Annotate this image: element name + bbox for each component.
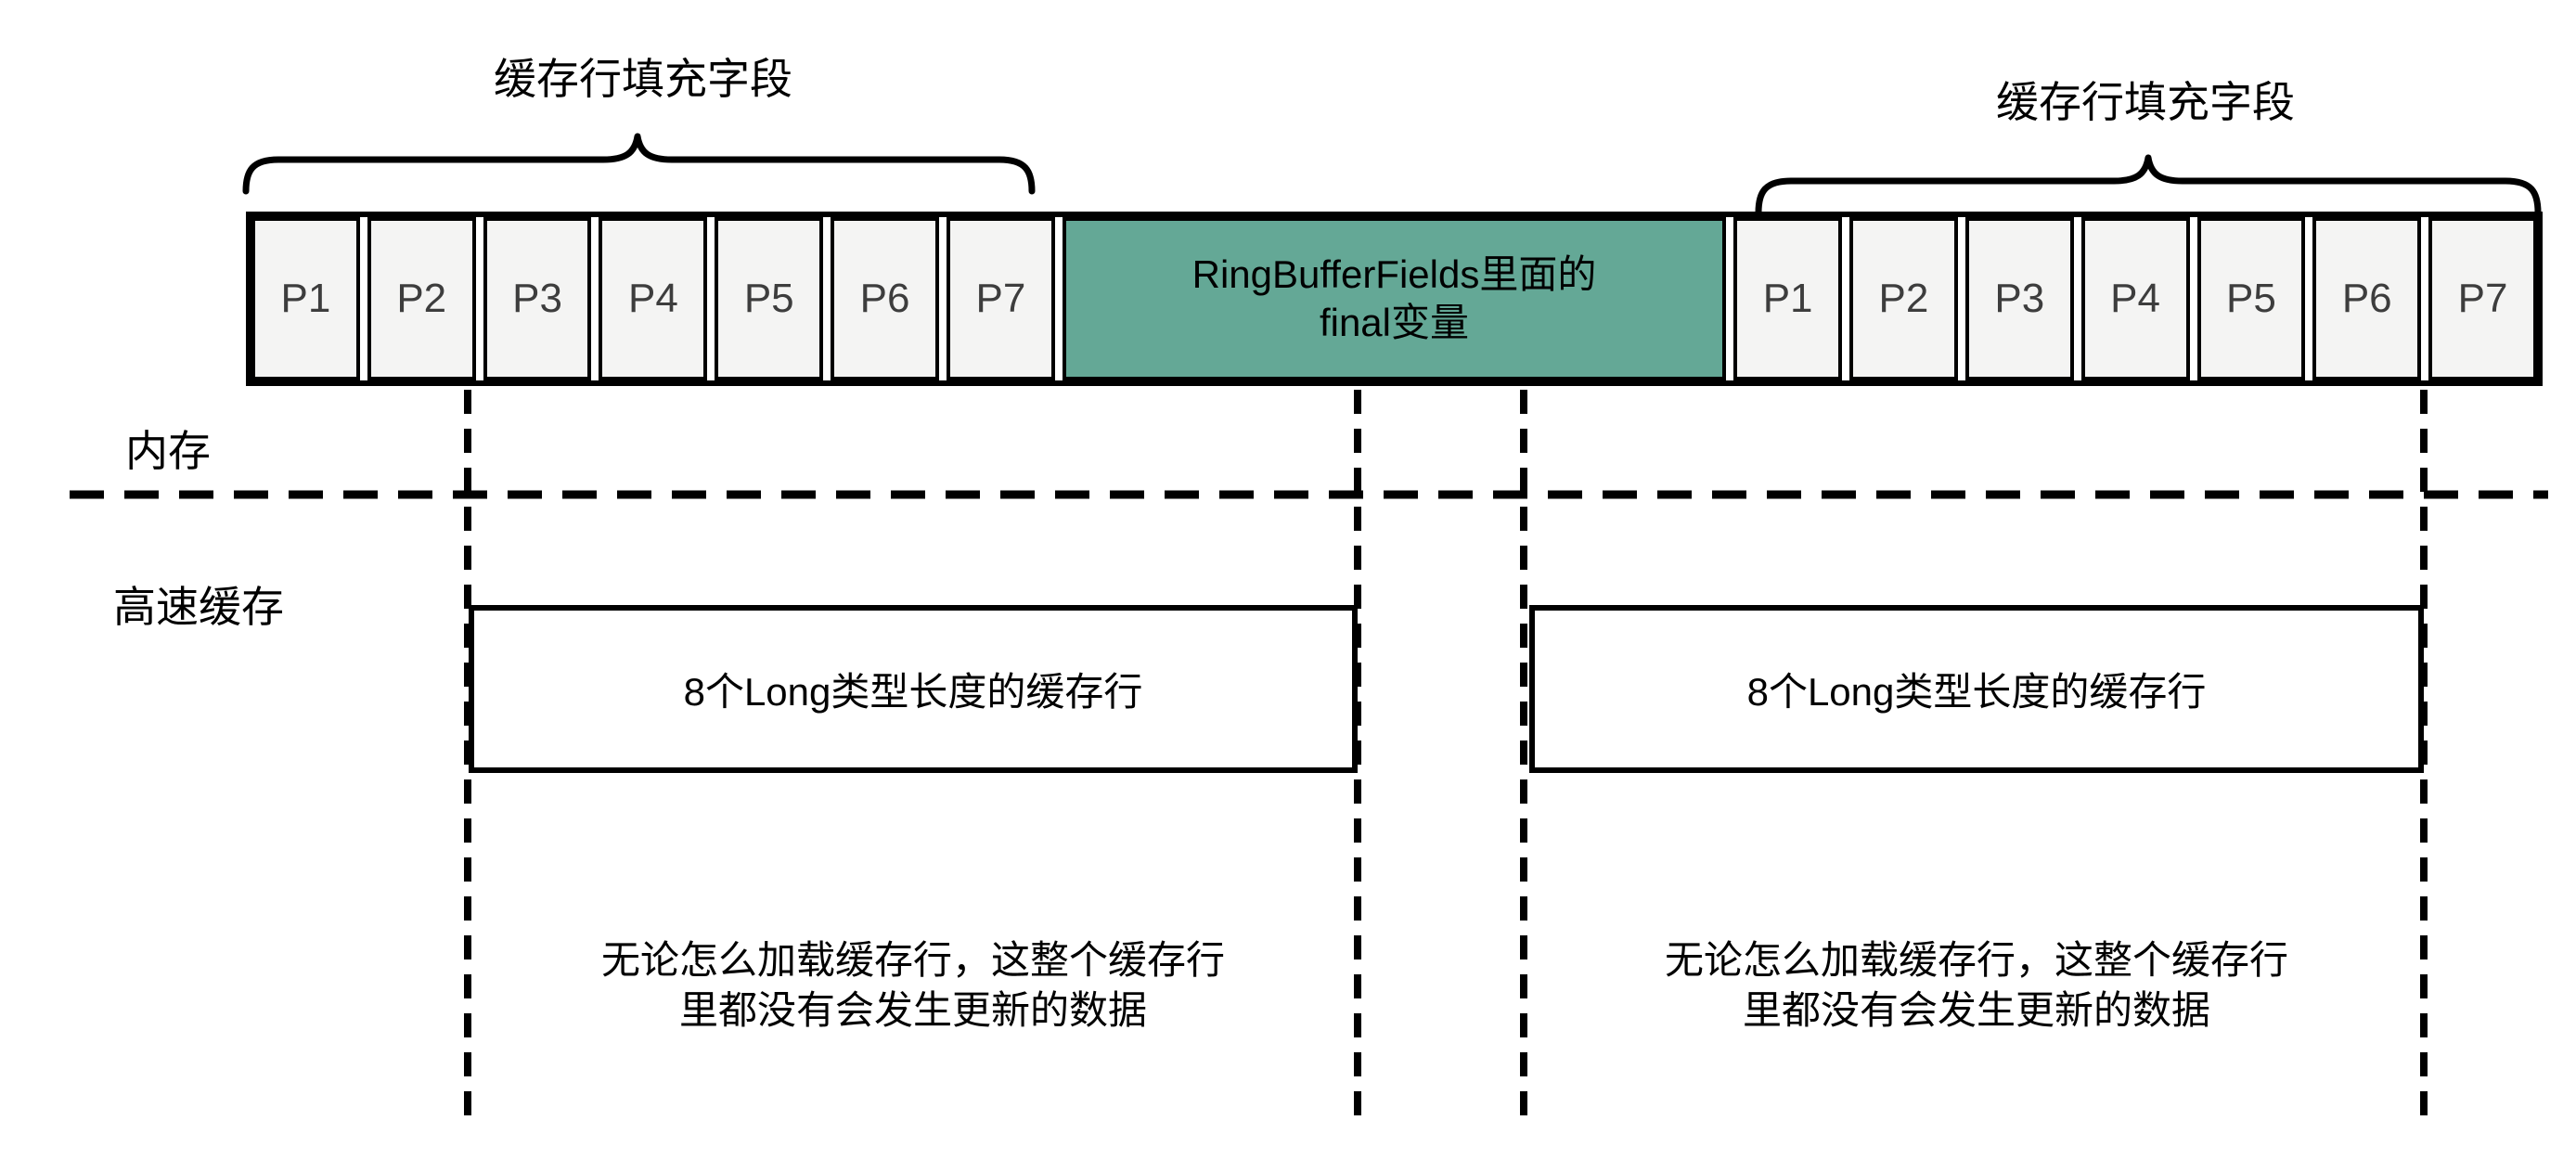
cache-line-note-left: 无论怎么加载缓存行，这整个缓存行 里都没有会发生更新的数据 [449, 935, 1377, 1036]
padding-cell: P7 [2428, 217, 2537, 380]
padding-cell: P2 [367, 217, 476, 380]
padding-cell: P3 [483, 217, 592, 380]
note-line1: 无论怎么加载缓存行，这整个缓存行 [600, 938, 1225, 982]
padding-cell: P7 [946, 217, 1055, 380]
cache-line-box-right: 8个Long类型长度的缓存行 [1529, 605, 2424, 773]
left-brace [242, 133, 1036, 195]
padding-cell: P5 [2196, 217, 2306, 380]
cache-section-label: 高速缓存 [113, 583, 284, 631]
padding-cell: P1 [251, 217, 360, 380]
right-brace-label: 缓存行填充字段 [1996, 78, 2295, 126]
padding-cell: P2 [1849, 217, 1958, 380]
note-line2: 里都没有会发生更新的数据 [1742, 988, 2210, 1032]
padding-cell: P6 [2312, 217, 2422, 380]
padding-cell: P5 [715, 217, 824, 380]
left-brace-label: 缓存行填充字段 [494, 55, 792, 103]
ringbuffer-fields-text-line2: final变量 [1319, 301, 1470, 344]
padding-cell: P6 [831, 217, 939, 380]
padding-cell: P4 [2080, 217, 2190, 380]
padding-cell: P4 [599, 217, 708, 380]
cache-line-box-left: 8个Long类型长度的缓存行 [469, 605, 1358, 773]
note-line2: 里都没有会发生更新的数据 [678, 988, 1147, 1032]
right-brace [1755, 154, 2542, 216]
ringbuffer-fields-text-line1: RingBufferFields里面的 [1191, 252, 1597, 296]
padding-cell: P3 [1964, 217, 2074, 380]
ringbuffer-fields-block: RingBufferFields里面的 final变量 [1062, 217, 1727, 380]
note-line1: 无论怎么加载缓存行，这整个缓存行 [1664, 938, 2288, 982]
cache-line-note-right: 无论怎么加载缓存行，这整个缓存行 里都没有会发生更新的数据 [1513, 935, 2441, 1036]
memory-layout-row: P1 P2 P3 P4 P5 P6 P7 RingBufferFields里面的… [246, 212, 2543, 386]
memory-section-label: 内存 [125, 427, 211, 475]
padding-cell: P1 [1733, 217, 1843, 380]
